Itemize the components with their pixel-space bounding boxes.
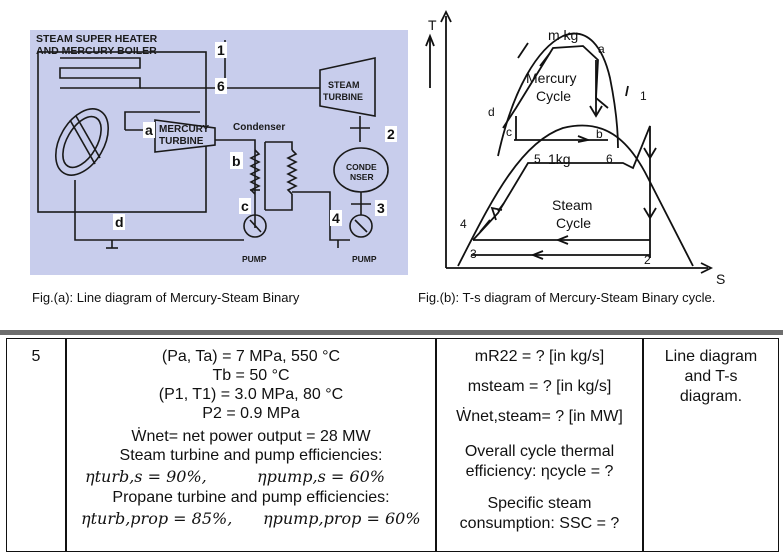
problem-table: 5 (Pa, Ta) = 7 MPa, 550 °C Tb = 50 °C (P… <box>6 338 779 552</box>
ts-point-c: c <box>506 125 512 139</box>
ts-point-6: 6 <box>606 152 613 166</box>
find-line-6: Specific steam <box>487 495 592 512</box>
find-line-4: Overall cycle thermal <box>464 443 615 460</box>
steam-cycle-label-line2: Cycle <box>556 215 591 231</box>
given-line-8: Propane turbine and pump efficiencies: <box>112 489 390 506</box>
pump-right <box>349 214 373 238</box>
mercury-turbine <box>154 119 216 153</box>
pump-right-label: PUMP <box>352 254 377 264</box>
mercury-cycle-label-line1: Mercury <box>526 70 577 86</box>
ts-point-3: 3 <box>470 247 477 261</box>
condenser-label-line1: CONDE <box>346 162 377 172</box>
steam-dome <box>457 124 694 267</box>
point-4-label: 4 <box>332 210 340 226</box>
remark-line-1: Line diagram <box>664 348 758 365</box>
steam-turbine-label-line2: TURBINE <box>323 92 363 102</box>
point-a-label: a <box>145 122 153 138</box>
row-number: 5 <box>31 348 41 365</box>
find-line-3: Ẇnet,steam= ? [in MW] <box>456 408 623 425</box>
point-1-label: 1 <box>217 42 225 58</box>
given-line-7b: ηpump,s = 60% <box>257 467 385 486</box>
point-b-label: b <box>232 153 241 169</box>
steam-turbine-label-line1: STEAM <box>328 80 360 90</box>
ts-point-d: d <box>488 105 495 119</box>
t-axis-label: T <box>428 17 437 33</box>
ts-point-a: a <box>598 42 605 56</box>
mercury-mass-label: m kg <box>548 27 578 43</box>
find-line-2: msteam = ? [in kg/s] <box>467 378 612 395</box>
find-line-1: mR22 = ? [in kg/s] <box>474 348 605 365</box>
ts-point-1: 1 <box>640 89 647 103</box>
condenser-label: Condenser <box>233 122 285 133</box>
point-c-label: c <box>241 198 249 214</box>
ts-point-b: b <box>596 127 603 141</box>
pump-left-label: PUMP <box>242 254 267 264</box>
mercury-dome <box>497 32 619 157</box>
point-3-label: 3 <box>377 200 385 216</box>
given-line-5: Ẇnet= net power output = 28 MW <box>131 428 371 445</box>
point-6-label: 6 <box>217 78 225 94</box>
remark-line-2: and T-s <box>684 368 738 385</box>
ts-diagram: T S m kg Mercury Cycle 1kg Steam Cycle a… <box>425 9 725 287</box>
condenser-coil-left <box>249 149 261 195</box>
remark-cell: Line diagram and T-s diagram. <box>644 339 778 551</box>
fig-b-caption: Fig.(b): T-s diagram of Mercury-Steam Bi… <box>418 290 716 305</box>
given-line-1: (Pa, Ta) = 7 MPa, 550 °C <box>161 348 341 365</box>
given-line-4: P2 = 0.9 MPa <box>202 405 300 422</box>
mercury-turbine-label-line1: MERCURY <box>159 124 210 135</box>
line-diagram: STEAM SUPER HEATER AND MERCURY BOILER ST… <box>30 30 408 275</box>
remark-line-3: diagram. <box>679 388 743 405</box>
fig-a-caption: Fig.(a): Line diagram of Mercury-Steam B… <box>32 290 300 305</box>
find-line-7: consumption: SSC = ? <box>459 515 620 532</box>
mercury-cycle-label-line2: Cycle <box>536 88 571 104</box>
superheater-coil <box>59 57 141 89</box>
steam-cycle <box>472 125 651 258</box>
ts-point-2: 2 <box>644 253 651 267</box>
condenser-coil-right <box>286 149 298 195</box>
pump-left <box>243 214 267 238</box>
mercury-boiler-drum <box>54 108 110 176</box>
find-cell: mR22 = ? [in kg/s] msteam = ? [in kg/s] … <box>437 339 642 551</box>
given-line-7a: ηturb,s = 90%, <box>85 467 207 486</box>
point-d-label: d <box>115 214 124 230</box>
mercury-turbine-label-line2: TURBINE <box>159 136 204 147</box>
given-line-9b: ηpump,prop = 60% <box>263 509 421 528</box>
given-line-6: Steam turbine and pump efficiencies: <box>119 447 383 464</box>
given-line-3: (P1, T1) = 3.0 MPa, 80 °C <box>158 386 344 403</box>
ts-point-5: 5 <box>534 152 541 166</box>
steam-mass-label: 1kg <box>548 151 571 167</box>
condenser-label-line2: NSER <box>350 172 374 182</box>
ts-point-4: 4 <box>460 217 467 231</box>
given-line-9a: ηturb,prop = 85%, <box>81 509 233 528</box>
figures-panel: STEAM SUPER HEATER AND MERCURY BOILER ST… <box>30 9 726 305</box>
find-line-5: efficiency: ηcycle = ? <box>465 463 614 480</box>
steam-turbine <box>319 57 376 117</box>
given-line-2: Tb = 50 °C <box>212 367 290 384</box>
given-data-cell: (Pa, Ta) = 7 MPa, 550 °C Tb = 50 °C (P1,… <box>67 339 435 551</box>
boiler-label-line2: AND MERCURY BOILER <box>36 45 157 57</box>
point-2-label: 2 <box>387 126 395 142</box>
s-axis-label: S <box>716 271 725 287</box>
steam-cycle-label-line1: Steam <box>552 197 592 213</box>
section-divider <box>0 330 783 335</box>
boiler-label-line1: STEAM SUPER HEATER <box>36 33 158 45</box>
